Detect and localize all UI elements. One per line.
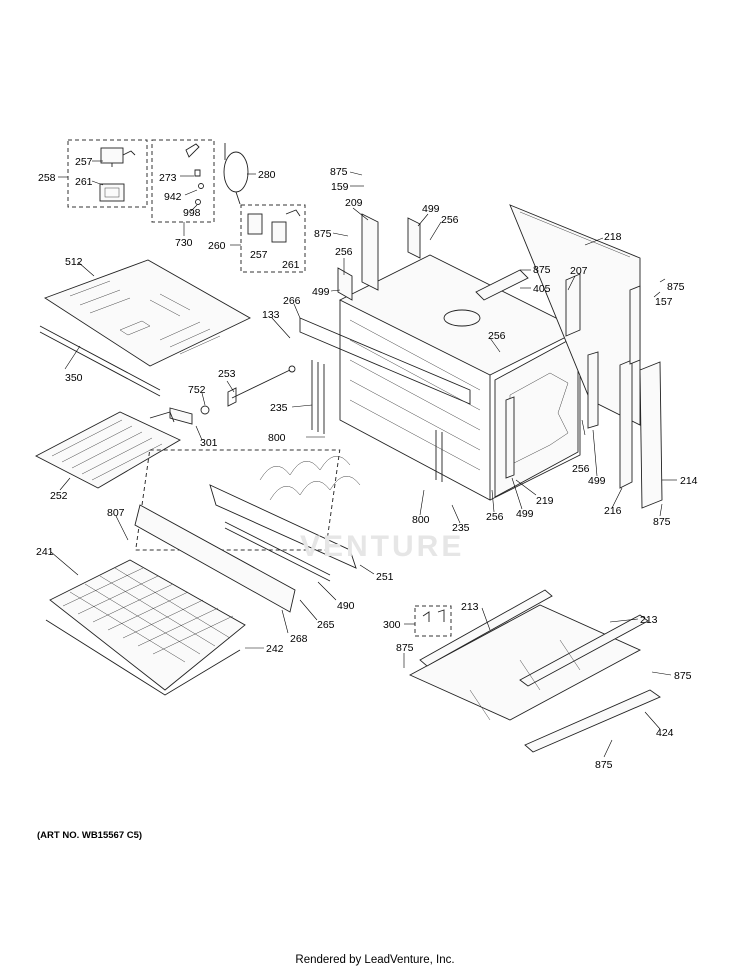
- side-bracket-upper: [629, 285, 641, 365]
- callout-label: 256: [335, 246, 353, 258]
- callout-label: 242: [266, 643, 284, 655]
- callout-label: 752: [188, 384, 206, 396]
- callout-label: 265: [317, 619, 335, 631]
- side-bracket-499: [587, 351, 599, 429]
- callout-label: 235: [270, 402, 288, 414]
- callout-label: 257: [75, 156, 93, 168]
- callout-label: 252: [50, 490, 68, 502]
- callout-label: 499: [588, 475, 606, 487]
- callout-label: 257: [250, 249, 268, 261]
- callout-label: 207: [570, 265, 588, 277]
- callout-label: 241: [36, 546, 54, 558]
- callout-label: 875: [653, 516, 671, 528]
- callout-label: 280: [258, 169, 276, 181]
- probe-wire-280: [223, 143, 249, 205]
- callout-label: 157: [655, 296, 673, 308]
- callout-label: 424: [656, 727, 674, 739]
- callout-label: 499: [516, 508, 534, 520]
- oven-cavity: [299, 254, 582, 501]
- callout-label: 213: [640, 614, 658, 626]
- back-wall-edge: [519, 211, 631, 258]
- callout-label: 216: [604, 505, 622, 517]
- callout-label: 499: [422, 203, 440, 215]
- callout-label: 998: [183, 207, 201, 219]
- callout-label: 875: [396, 642, 414, 654]
- callout-label: 875: [667, 281, 685, 293]
- callout-labels: 257 261 258 273 942 998 730 280 260 257 …: [36, 156, 698, 771]
- bracket-499a: [407, 217, 421, 259]
- element-rod-253: [169, 365, 296, 425]
- bracket-499b: [337, 267, 353, 301]
- callout-label: 159: [331, 181, 349, 193]
- callout-label: 251: [376, 571, 394, 583]
- callout-label: 214: [680, 475, 698, 487]
- callout-label: 875: [674, 670, 692, 682]
- rack-supports-235: [311, 360, 325, 434]
- callout-label: 133: [262, 309, 280, 321]
- bracket-209: [361, 213, 379, 291]
- kit-box-258: [67, 139, 148, 208]
- callout-label: 273: [159, 172, 177, 184]
- callout-label: 512: [65, 256, 83, 268]
- rack-supports-235b: [435, 430, 443, 482]
- front-bracket-499: [505, 396, 515, 479]
- kit-box-730: [151, 139, 215, 223]
- callout-label: 875: [314, 228, 332, 240]
- callout-label: 405: [533, 283, 551, 295]
- callout-label: 875: [533, 264, 551, 276]
- callout-label: 261: [282, 259, 300, 271]
- flue-207: [565, 273, 581, 337]
- callout-label: 256: [486, 511, 504, 523]
- callout-label: 213: [461, 601, 479, 613]
- bottom-frame-424: [408, 589, 661, 753]
- side-trim-214: [639, 361, 663, 509]
- broil-element-252: [35, 411, 181, 489]
- callout-label: 490: [337, 600, 355, 612]
- callout-label: 942: [164, 191, 182, 203]
- callout-label: 256: [441, 214, 459, 226]
- callout-label: 800: [412, 514, 430, 526]
- leader-lines: [50, 160, 677, 758]
- rail-490: [224, 521, 331, 582]
- watermark: VENTURE: [300, 530, 464, 563]
- rail-265: [134, 504, 296, 613]
- callout-label: 256: [572, 463, 590, 475]
- callout-label: 260: [208, 240, 226, 252]
- callout-label: 261: [75, 176, 93, 188]
- callout-label: 875: [330, 166, 348, 178]
- top-panel-512: [44, 259, 251, 367]
- callout-label: 800: [268, 432, 286, 444]
- callout-label: 875: [595, 759, 613, 771]
- callout-label: 350: [65, 372, 83, 384]
- callout-label: 209: [345, 197, 363, 209]
- callout-label: 730: [175, 237, 193, 249]
- callout-label: 807: [107, 507, 125, 519]
- callout-label: 499: [312, 286, 330, 298]
- art-number: (ART NO. WB15567 C5): [37, 830, 143, 841]
- callout-label: 253: [218, 368, 236, 380]
- callout-label: 219: [536, 495, 554, 507]
- callout-label: 218: [604, 231, 622, 243]
- oven-rack-241: [45, 559, 246, 696]
- callout-label: 256: [488, 330, 506, 342]
- callout-label: 235: [452, 522, 470, 534]
- callout-label: 301: [200, 437, 218, 449]
- kit-box-300: [414, 605, 452, 637]
- trim-rail-350: [39, 325, 161, 397]
- kit-box-260: [240, 204, 306, 273]
- vent-405: [475, 269, 529, 301]
- callout-label: 258: [38, 172, 56, 184]
- callout-label: 300: [383, 619, 401, 631]
- side-trim-216: [619, 359, 633, 489]
- footer-credit: Rendered by LeadVenture, Inc.: [295, 954, 455, 966]
- bake-element-251: [135, 449, 361, 569]
- callout-label: 268: [290, 633, 308, 645]
- callout-label: 266: [283, 295, 301, 307]
